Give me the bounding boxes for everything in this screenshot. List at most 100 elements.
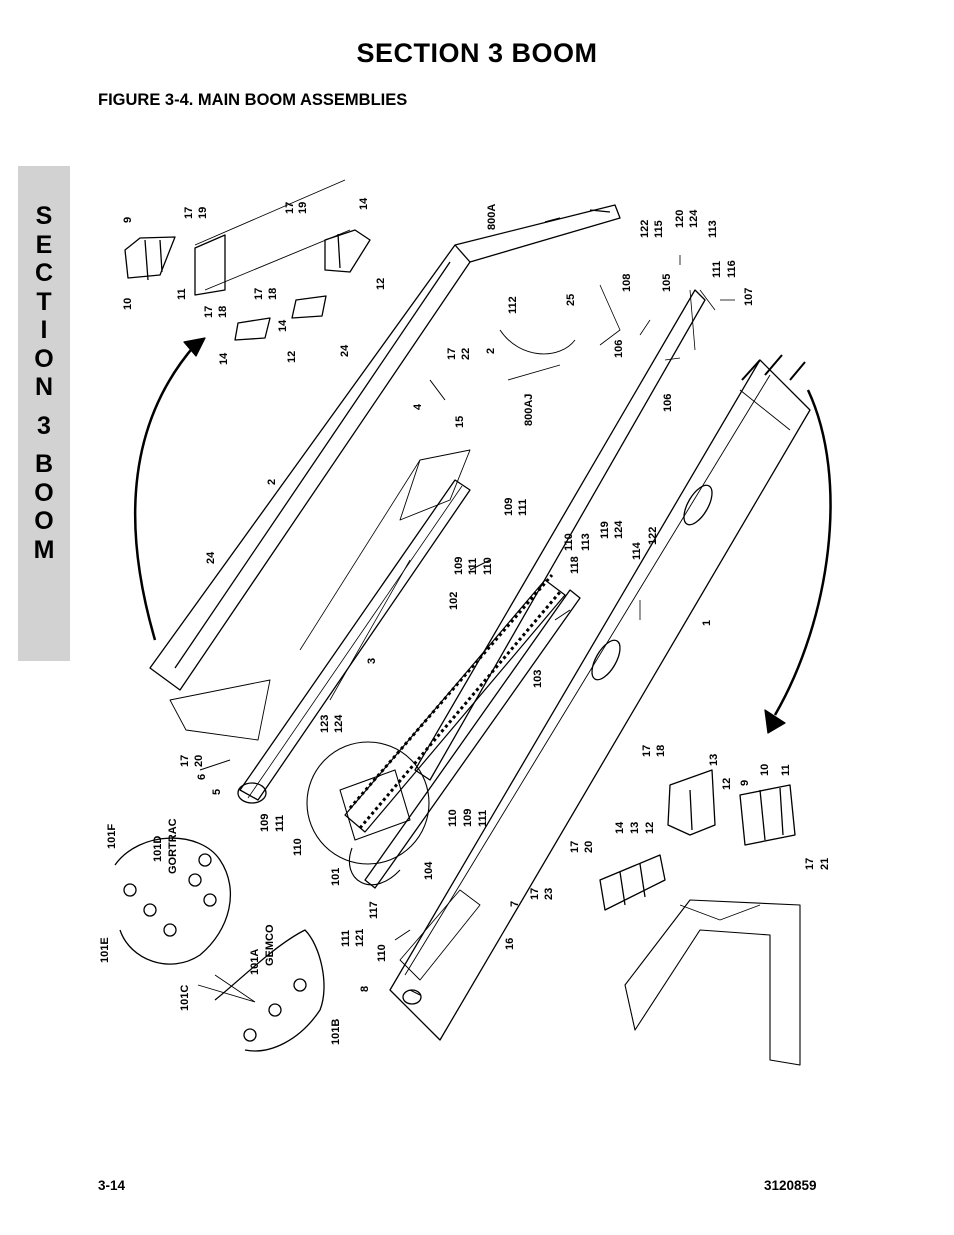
callout: 17 [284, 202, 296, 214]
callout: 124 [333, 714, 345, 733]
callout: 17 [569, 841, 581, 853]
callout: 2 [485, 348, 497, 354]
energy-chain-gortrac [114, 837, 232, 965]
side-tab-letter: B [34, 450, 54, 478]
callout: 104 [423, 861, 435, 880]
callout: GEMCO [264, 924, 276, 966]
callout: 124 [688, 209, 700, 228]
callout: 17 [446, 348, 458, 360]
callout: 14 [614, 821, 626, 834]
callout: 18 [267, 288, 279, 300]
callout: 118 [569, 556, 581, 574]
callout: 113 [707, 220, 719, 238]
callout: 6 [196, 774, 208, 780]
callout: 115 [653, 220, 665, 238]
callout: 8 [359, 986, 371, 992]
callout: 9 [122, 217, 134, 223]
callout: 17 [641, 745, 653, 757]
side-tab-letter: O [34, 507, 54, 535]
callout: 111 [467, 558, 479, 575]
callout: 110 [563, 533, 575, 551]
callout: 114 [631, 541, 643, 560]
callout: 101A [249, 949, 261, 975]
callout: 101F [106, 824, 118, 849]
page-number: 3-14 [98, 1178, 126, 1193]
callout: 101D [152, 836, 164, 862]
callout: 20 [193, 755, 205, 767]
callout: 122 [639, 220, 651, 238]
callout: 17 [179, 755, 191, 767]
callout: 119 [599, 521, 611, 539]
callout: 12 [644, 822, 656, 834]
callout: 9 [739, 780, 751, 786]
callout-labels: 9 10 11 17 19 17 19 14 12 17 18 17 18 14… [99, 197, 831, 1045]
callout: 122 [647, 527, 659, 545]
callout: 110 [482, 557, 494, 575]
callout: 15 [454, 416, 466, 428]
callout: 109 [503, 498, 515, 516]
callout: 14 [218, 352, 230, 365]
callout: 101C [179, 985, 191, 1011]
side-tab-letter: M [33, 535, 55, 564]
callout: 17 [203, 306, 215, 318]
callout: 22 [460, 348, 472, 360]
callout: 14 [277, 319, 289, 332]
callout: 10 [122, 298, 134, 310]
callout: 113 [580, 533, 592, 551]
callout: 111 [477, 810, 489, 827]
callout: 17 [804, 858, 816, 870]
side-tab-letter: T [36, 287, 52, 316]
callout: 124 [613, 520, 625, 539]
callout: 800AJ [523, 394, 535, 426]
callout: GORTRAC [167, 818, 179, 874]
callout: 17 [183, 207, 195, 219]
energy-chain-102 [344, 579, 566, 833]
callout: 5 [211, 789, 223, 795]
callout: 12 [721, 778, 733, 790]
side-tab-letter: I [40, 316, 48, 344]
side-tab-letter: S [35, 202, 53, 230]
callout: 24 [339, 344, 351, 357]
boom-base-frame [624, 899, 801, 1066]
callout: 13 [708, 754, 720, 766]
callout: 110 [292, 838, 304, 856]
detail-circle [306, 741, 430, 865]
callout: 111 [517, 499, 529, 516]
callout: 18 [655, 745, 667, 757]
callout: 101E [99, 937, 111, 963]
callout: 111 [274, 815, 286, 832]
section-title: SECTION 3 BOOM [356, 38, 598, 68]
callout: 11 [780, 764, 792, 776]
callout: 3 [366, 658, 378, 664]
callout: 19 [197, 207, 209, 219]
callout: 106 [613, 340, 625, 358]
document-number: 3120859 [764, 1178, 817, 1193]
side-tab-letter: O [34, 344, 54, 373]
callout: 103 [532, 670, 544, 688]
section-side-tab: S E C T I O N 3 B O O M [18, 166, 70, 661]
callout: 24 [205, 551, 217, 564]
chain-tray-103 [364, 589, 581, 889]
callout: 12 [375, 278, 387, 290]
callout: 105 [661, 274, 673, 292]
callout: 110 [447, 809, 459, 827]
callout: 12 [286, 351, 298, 363]
callout: 17 [253, 288, 265, 300]
callout: 109 [453, 557, 465, 575]
callout: 109 [462, 809, 474, 827]
callout: 111 [711, 261, 723, 278]
callout: 16 [504, 938, 516, 950]
callout: 108 [621, 274, 633, 292]
callout: 18 [217, 306, 229, 318]
callout: 112 [507, 296, 519, 314]
callout: 17 [529, 888, 541, 900]
callout: 1 [701, 620, 713, 626]
callout: 4 [412, 403, 424, 410]
callout: 110 [376, 944, 388, 962]
callout: 21 [819, 858, 831, 870]
callout: 14 [358, 197, 370, 210]
callout: 19 [297, 202, 309, 214]
callout: 13 [629, 822, 641, 834]
callout: 800A [486, 204, 498, 230]
